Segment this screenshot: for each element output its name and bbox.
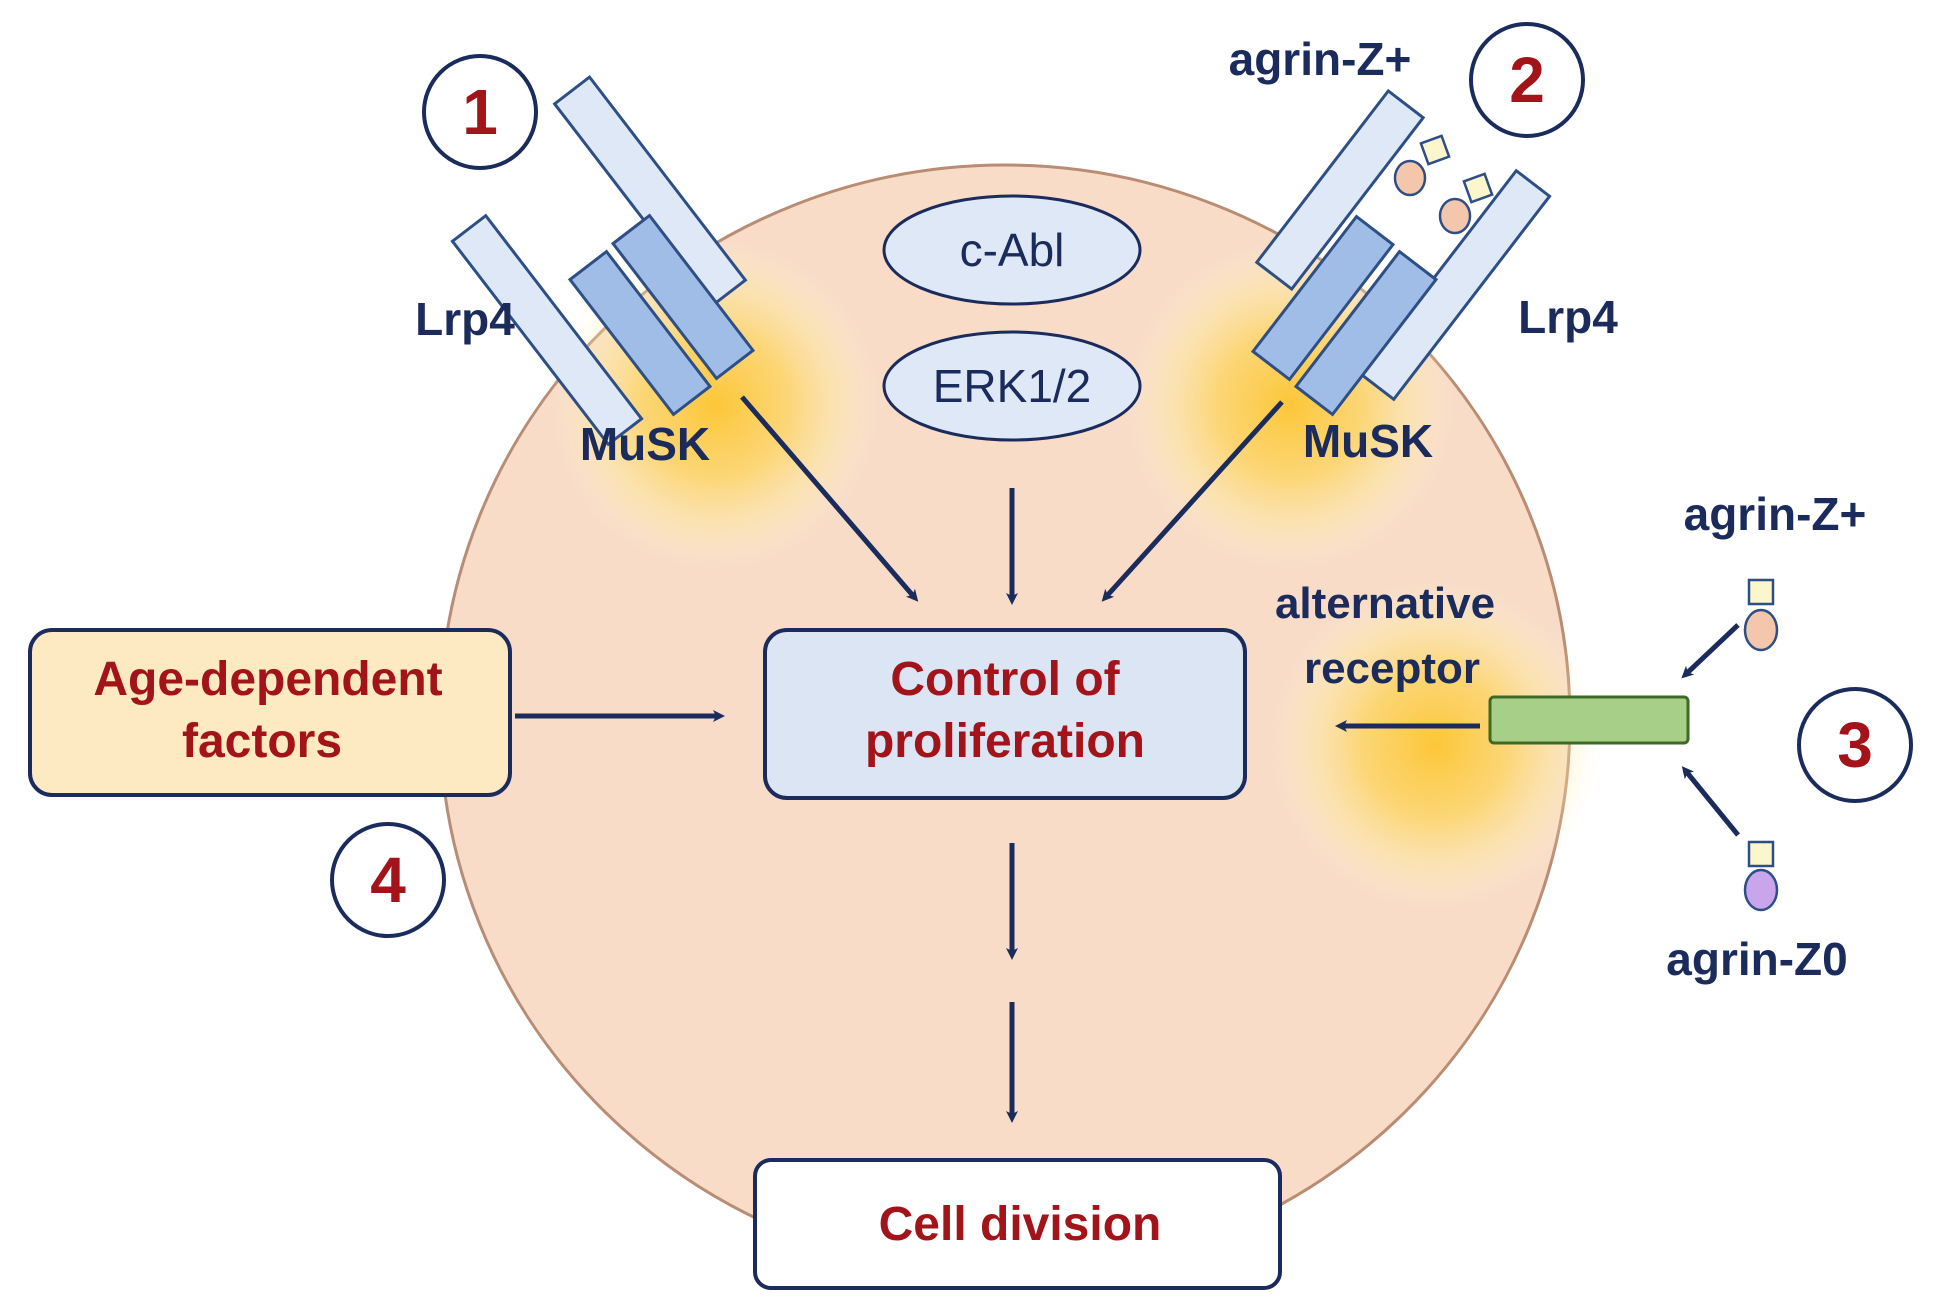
arrows	[515, 395, 1740, 1123]
arrow-left-musk-to-control	[740, 395, 919, 602]
marker-3-number: 3	[1837, 709, 1873, 781]
agrin-zplus-right-label: agrin-Z+	[1684, 488, 1867, 540]
musk-right-lower-bar	[1293, 249, 1439, 417]
agrin-zplus-free-molecule	[1743, 578, 1779, 652]
lrp4-right-lower-bar	[1358, 168, 1552, 402]
agrin-bound-1-head	[1419, 134, 1451, 166]
glow-alternative-receptor	[1270, 580, 1600, 910]
musk-left-lower-bar	[567, 249, 713, 417]
marker-3-circle	[1797, 687, 1913, 803]
right-receptor-complex	[1250, 88, 1552, 417]
agrin-bound-molecules	[1393, 134, 1494, 235]
alternative-receptor-label-line1: alternative	[1275, 579, 1495, 628]
arrow-agrin-z0-to-alt-receptor	[1681, 766, 1740, 837]
agrin-bound-1-body	[1393, 159, 1427, 197]
erk-label: ERK1/2	[933, 360, 1092, 412]
lrp4-right-label: Lrp4	[1518, 291, 1618, 343]
musk-right-label: MuSK	[1303, 415, 1433, 467]
agrin-z0-free-body	[1743, 868, 1779, 912]
lrp4-left-lower-bar	[450, 213, 644, 447]
cell-division-box	[753, 1158, 1282, 1290]
marker-4-number: 4	[370, 844, 406, 916]
marker-1: 1	[422, 54, 538, 170]
alternative-receptor-label-line2: receptor	[1304, 644, 1480, 693]
marker-2-circle	[1469, 22, 1585, 138]
agrin-z0-label: agrin-Z0	[1666, 933, 1847, 985]
agrin-zplus-top-label: agrin-Z+	[1229, 33, 1412, 85]
arrow-agrin-zplus-to-alt-receptor	[1681, 623, 1740, 679]
erk-node	[882, 330, 1142, 442]
musk-left-upper-bar	[610, 213, 756, 381]
marker-2-number: 2	[1509, 44, 1545, 116]
marker-1-number: 1	[462, 76, 498, 148]
agrin-z0-free-molecule	[1743, 840, 1779, 912]
age-dependent-factors-box	[28, 628, 512, 797]
cell-division-label: Cell division	[879, 1198, 1162, 1251]
marker-2: 2	[1469, 22, 1585, 138]
marker-4: 4	[330, 822, 446, 938]
c-abl-label: c-Abl	[960, 224, 1065, 276]
age-dependent-factors-line1: Age-dependent	[93, 653, 442, 706]
alternative-receptor-bar	[1488, 695, 1690, 745]
age-dependent-factors-line2: factors	[182, 715, 342, 768]
lrp4-left-label: Lrp4	[415, 293, 515, 345]
marker-4-circle	[330, 822, 446, 938]
agrin-zplus-free-head	[1747, 578, 1775, 606]
lrp4-right-upper-bar	[1254, 88, 1426, 292]
left-receptor-complex	[450, 74, 756, 447]
agrin-z0-free-head	[1747, 840, 1775, 868]
agrin-bound-2-head	[1462, 172, 1494, 204]
musk-right-upper-bar	[1250, 214, 1396, 382]
agrin-zplus-free-body	[1743, 608, 1779, 652]
marker-1-circle	[422, 54, 538, 170]
c-abl-node	[882, 194, 1142, 306]
arrow-right-musk-to-control	[1101, 400, 1284, 602]
lrp4-left-upper-bar	[552, 74, 748, 310]
agrin-bound-2-body	[1438, 197, 1472, 235]
musk-left-label: MuSK	[580, 418, 710, 470]
control-of-proliferation-line1: Control of	[890, 653, 1120, 706]
marker-3: 3	[1797, 687, 1913, 803]
control-of-proliferation-line2: proliferation	[865, 715, 1145, 768]
control-of-proliferation-box	[763, 628, 1247, 800]
